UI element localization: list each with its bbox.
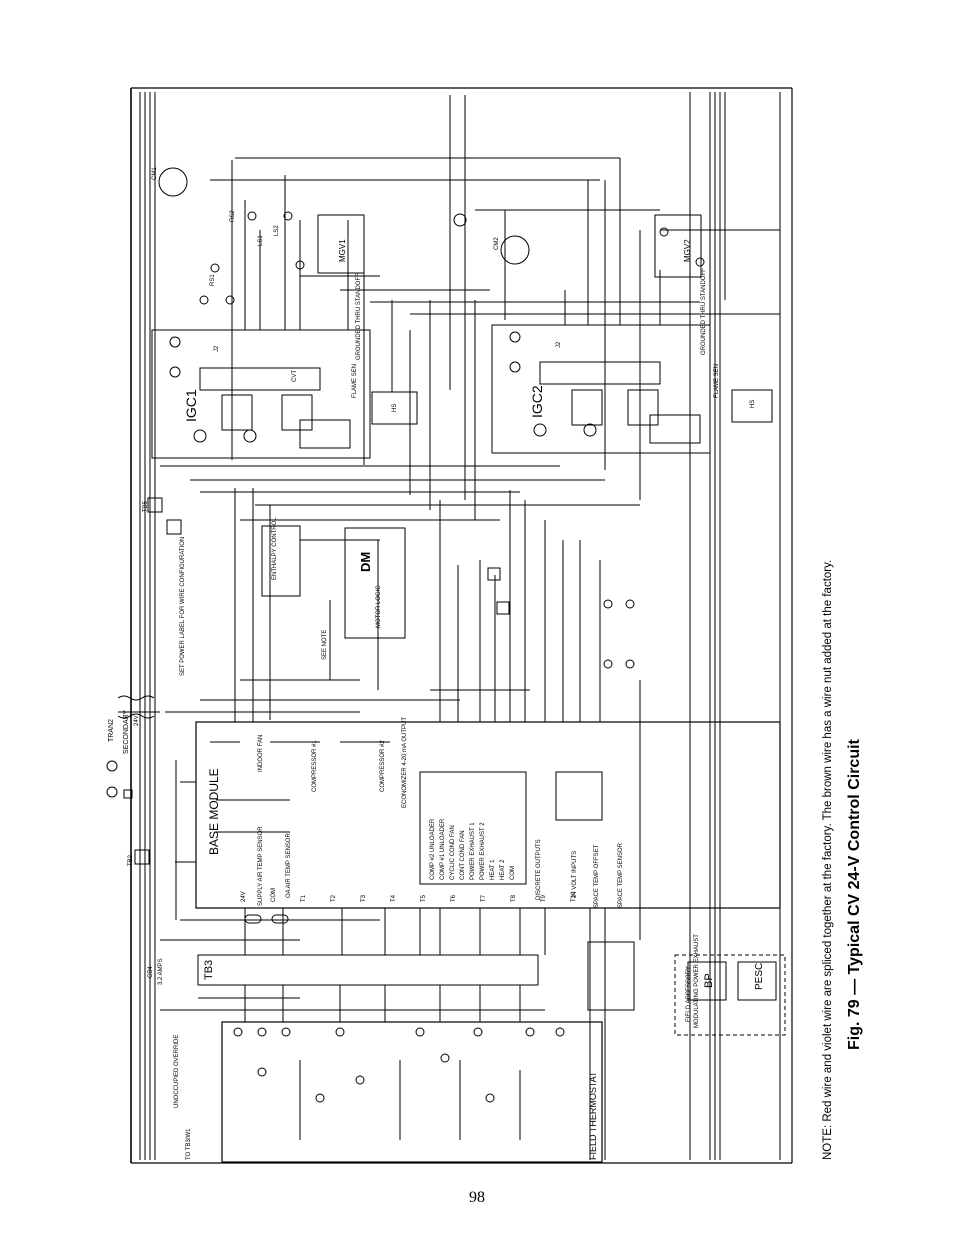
tb3-label: TB3 xyxy=(203,960,215,980)
pesc-label: PESC xyxy=(754,963,765,990)
see-note-label: SEE NOTE xyxy=(322,630,328,660)
tb2-label: TB2 xyxy=(128,854,134,866)
unoccupied-override-label: UNOCCUPIED OVERRIDE xyxy=(174,1035,180,1108)
base-terminal-label: T4 xyxy=(391,894,397,902)
discrete-output-label: CYCLIC COND FAN xyxy=(450,825,456,880)
cb4-amps-label: 3.2 AMPS xyxy=(158,958,164,985)
space-temp-sensor-label: SPACE TEMP SENSOR xyxy=(618,842,624,908)
base-terminal-label: T1 xyxy=(301,894,307,902)
dm-label: DM xyxy=(358,552,373,572)
discrete-output-label: COMP #2 UNLOADER xyxy=(430,818,436,880)
cm1-label: CM1 xyxy=(152,167,158,180)
base-terminal-label: COM xyxy=(271,888,277,902)
discrete-output-label: CONT COND FAN xyxy=(460,830,466,880)
flame-sen-1-label: FLAME SEN xyxy=(352,364,358,398)
cvt-label: CVT xyxy=(292,370,298,382)
to-tb3-w1-label: TO TB3/W1 xyxy=(186,1128,192,1160)
page-number: 98 xyxy=(469,1189,485,1206)
bp-label: BP xyxy=(703,973,715,988)
cb4-label: CB4 xyxy=(148,966,154,978)
indoor-fan-label: INDOOR FAN xyxy=(258,735,264,772)
economizer-output-label: ECONOMIZER 4-20 mA OUTPUT xyxy=(402,717,408,808)
mgv1-label: MGV1 xyxy=(338,239,347,262)
modulating-power-exhaust-label: MODULATING POWER EXHAUST xyxy=(694,934,700,1028)
discrete-output-list: COMP #2 UNLOADER COMP #1 UNLOADER CYCLIC C… xyxy=(241,818,577,902)
tb5-label: TB5 xyxy=(143,500,149,512)
base-terminal-label: T7 xyxy=(481,894,487,902)
secondary-label: SECONDARY xyxy=(123,709,130,754)
figure-note: NOTE: Red wire and violet wire are splic… xyxy=(822,559,834,1160)
mgv2-label: MGV2 xyxy=(683,239,692,262)
base-terminal-label: T10 xyxy=(571,891,577,902)
ls2-label: LS2 xyxy=(274,225,280,236)
set-power-label: SET POWER LABEL FOR WIRE CONFIGURATION xyxy=(180,537,186,676)
field-accessory-label: FIELD ACCESSORY xyxy=(686,966,692,1022)
figure-caption-container: Fig. 79 — Typical CV 24-V Control Circui… xyxy=(846,310,886,1050)
base-terminal-label: T3 xyxy=(361,894,367,902)
discrete-outputs-label: DISCRETE OUTPUTS xyxy=(536,839,542,900)
figure-note-container: NOTE: Red wire and violet wire are splic… xyxy=(822,200,844,1160)
discrete-output-label: COMP #1 UNLOADER xyxy=(440,818,446,880)
j2-1-label: J2 xyxy=(214,345,220,352)
hs2-label: HS xyxy=(750,400,756,408)
compressor-1-label: COMPRESSOR #1 xyxy=(312,740,318,792)
base-terminal-label: T9 xyxy=(541,894,547,902)
base-terminal-label: T2 xyxy=(331,894,337,902)
cm2-label: CM2 xyxy=(494,237,500,250)
compressor-2-label: COMPRESSOR #2 xyxy=(380,740,386,792)
base-terminal-label: T6 xyxy=(451,894,457,902)
analog-inputs-label: 24 VOLT INPUTS xyxy=(572,851,578,898)
space-temp-offset-label: SPACE TEMP OFFSET xyxy=(594,844,600,908)
ls1-label: LS1 xyxy=(258,235,264,246)
base-terminal-label: 24V xyxy=(241,891,247,902)
hs1-label: HS xyxy=(392,404,398,412)
base-terminal-label: T8 xyxy=(511,894,517,902)
grounded-thru-standoff-2-label: GROUNDED THRU STANDOFF xyxy=(701,268,707,355)
igc1-label: IGC1 xyxy=(183,389,199,422)
igc2-label: IGC2 xyxy=(529,385,545,418)
discrete-output-label: COM xyxy=(510,866,516,880)
figure-caption: Fig. 79 — Typical CV 24-V Control Circui… xyxy=(846,739,863,1050)
discrete-output-label: HEAT 2 xyxy=(500,859,506,880)
discrete-output-label: HEAT 1 xyxy=(490,859,496,880)
j2-2-label: J2 xyxy=(556,341,562,348)
oa-air-temp-label: OA AIR TEMP SENSOR xyxy=(286,833,292,898)
rs1-label: RS1 xyxy=(210,274,216,286)
discrete-output-label: POWER EXHAUST 2 xyxy=(480,822,486,880)
supply-air-temp-label: SUPPLY AIR TEMP SENSOR xyxy=(258,826,264,906)
tran2-label: TRAN2 xyxy=(108,719,115,742)
flame-sen-2-label: FLAME SEN xyxy=(714,364,720,398)
grounded-thru-standoff-1-label: GROUNDED THRU STANDOFF xyxy=(356,273,362,360)
secondary-24v-label: 24V xyxy=(134,715,140,726)
enthalpy-control-label: ENTHALPY CONTROL xyxy=(272,517,278,580)
base-module-label: BASE MODULE xyxy=(207,768,221,855)
base-terminal-label: T5 xyxy=(421,894,427,902)
discrete-output-label: POWER EXHAUST 1 xyxy=(470,822,476,880)
motor-module-label: MOTOR LOGIC xyxy=(376,585,382,628)
field-thermostat-label: FIELD THERMOSTAT xyxy=(588,1071,598,1160)
rs2-label: RS2 xyxy=(230,210,236,222)
